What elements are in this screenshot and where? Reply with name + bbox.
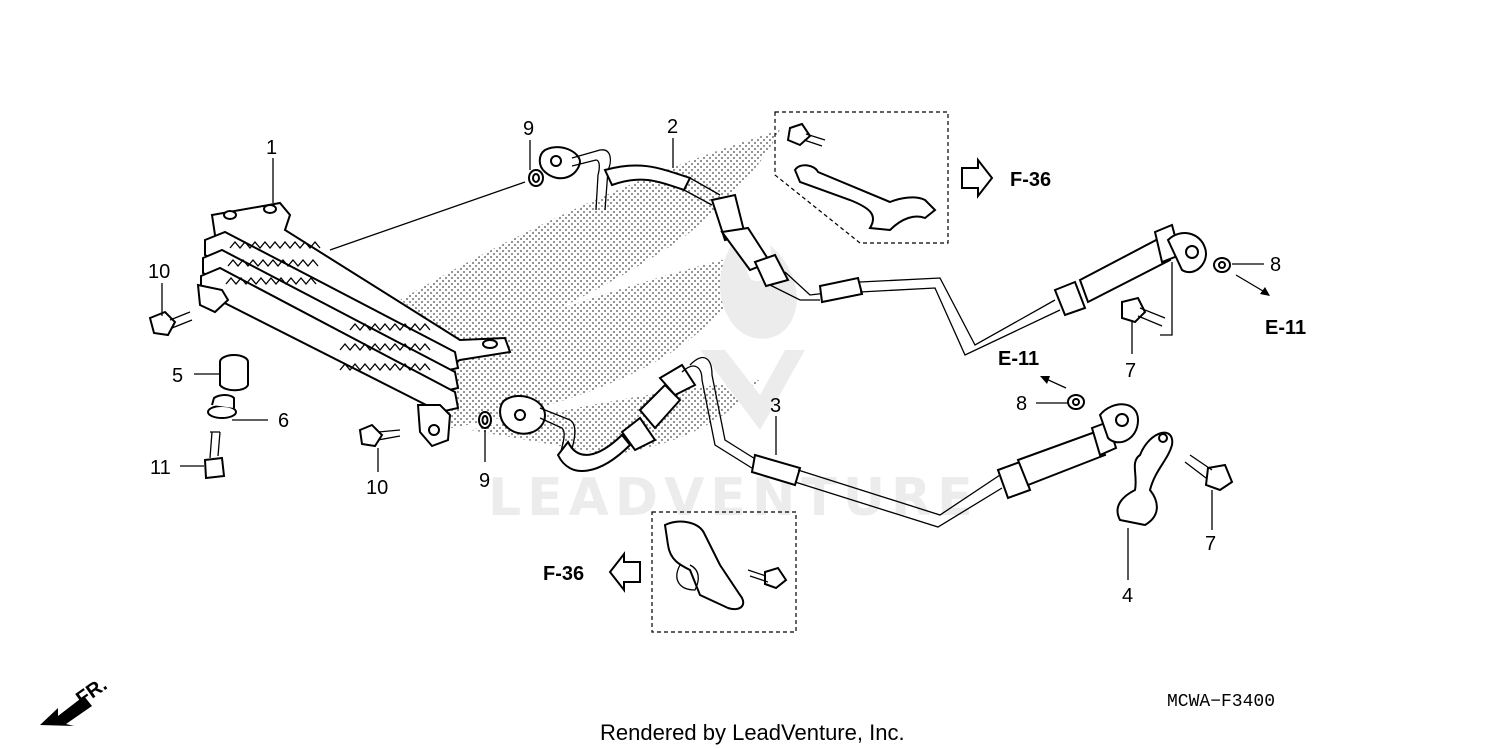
diagram-code: MCWA−F3400 — [1167, 692, 1275, 712]
callout-9-lower: 9 — [479, 470, 490, 492]
callout-7-lower: 7 — [1205, 533, 1216, 555]
callout-8-lower: 8 — [1016, 393, 1027, 415]
callout-6: 6 — [278, 410, 289, 432]
callout-9-upper: 9 — [523, 118, 534, 140]
callout-3: 3 — [770, 395, 781, 417]
ref-e11-mid[interactable]: E-11 — [998, 348, 1039, 370]
lower-oil-pipe — [499, 356, 1140, 528]
f36-arrow-left — [608, 551, 641, 593]
callout-1: 1 — [266, 137, 277, 159]
e11-arrowhead-mid — [1040, 376, 1050, 384]
oil-cooler — [196, 201, 512, 448]
pipe-clamp — [1116, 431, 1174, 527]
leader-lines — [161, 138, 1264, 580]
flame-logo-watermark — [700, 230, 805, 430]
callout-10-mid: 10 — [366, 477, 388, 499]
washer-8-lower — [1067, 394, 1085, 410]
e11-arrowhead-right — [1260, 287, 1270, 296]
bolt-11 — [203, 431, 226, 480]
bolt-7-upper — [1121, 296, 1166, 327]
f36-arrow-right — [961, 157, 994, 199]
callout-2: 2 — [667, 116, 678, 138]
ref-f36-top[interactable]: F-36 — [1010, 169, 1051, 191]
washer-9-lower — [478, 411, 492, 429]
bolt-10-left — [148, 310, 193, 337]
bolt-7-lower — [1184, 454, 1234, 492]
ref-e11-right[interactable]: E-11 — [1265, 317, 1306, 339]
callout-10-left: 10 — [148, 261, 170, 283]
callout-5: 5 — [172, 365, 183, 387]
watermark-text: LEADVENTURE — [488, 468, 979, 528]
rubber-mount — [219, 354, 249, 392]
washer-9-upper — [528, 169, 544, 187]
callout-7-upper: 7 — [1125, 360, 1136, 382]
upper-oil-pipe — [538, 146, 1207, 356]
footer-credit: Rendered by LeadVenture, Inc. — [600, 720, 905, 745]
washer-8-upper — [1213, 257, 1231, 273]
callout-11: 11 — [150, 457, 171, 479]
callout-4: 4 — [1122, 585, 1133, 607]
collar — [207, 394, 237, 419]
callout-8-upper: 8 — [1270, 254, 1281, 276]
bolt-10-mid — [358, 423, 401, 448]
bracket-detail-bottom — [651, 511, 797, 633]
ref-f36-bottom[interactable]: F-36 — [543, 563, 584, 585]
front-direction-arrow: FR. — [40, 674, 111, 726]
bracket-detail-top — [774, 111, 949, 244]
